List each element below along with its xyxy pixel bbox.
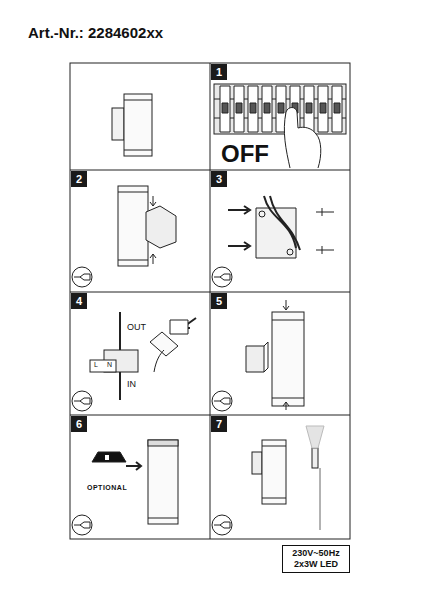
step-number-text: 5	[216, 295, 222, 307]
page-title: Art.-Nr.: 2284602xx	[28, 24, 163, 41]
terminal-n: N	[106, 361, 113, 369]
step-number-text: 7	[216, 418, 222, 430]
spec-text: 230V~50Hz	[289, 548, 343, 559]
spec-text: 2x3W LED	[289, 559, 343, 570]
step-number-text: 3	[216, 173, 222, 185]
spec-box: 230V~50Hz2x3W LED	[282, 545, 350, 573]
step-number: 4	[71, 293, 87, 309]
step-number: 5	[211, 293, 227, 309]
off-text: OFF	[221, 141, 269, 167]
step-number-text: 6	[76, 418, 82, 430]
terminal-out: OUT	[126, 323, 147, 333]
step-number-text: 4	[76, 295, 82, 307]
step-number: 7	[211, 416, 227, 432]
step-number-text: 1	[216, 66, 222, 78]
step-number: 1	[211, 64, 227, 80]
optional-text: OPTIONAL	[86, 484, 128, 492]
terminal-l: L	[93, 361, 99, 369]
step-number: 6	[71, 416, 87, 432]
step-number: 3	[211, 171, 227, 187]
step-number: 2	[71, 171, 87, 187]
terminal-in: IN	[126, 380, 137, 390]
step-number-text: 2	[76, 173, 82, 185]
